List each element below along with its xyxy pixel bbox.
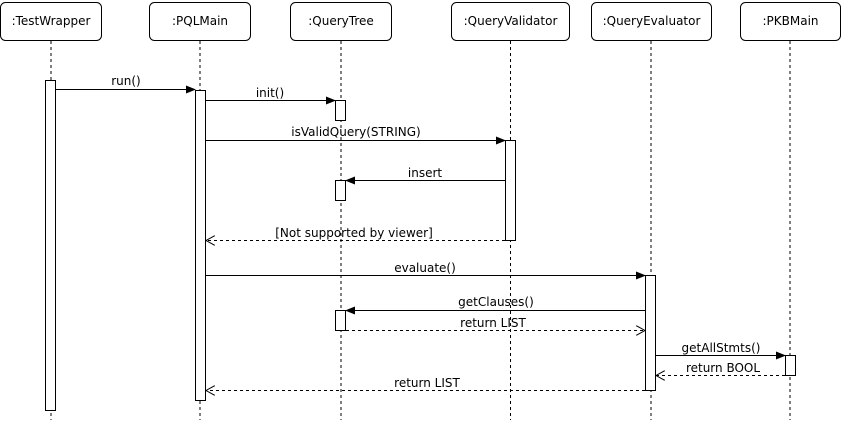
message-label: getClauses() [458,295,534,309]
message-label: [Not supported by viewer] [275,226,433,240]
message-insert: insert [345,166,505,185]
message-label: init() [256,86,284,100]
activation-querytree-init [335,100,346,121]
participant-pkbmain: :PKBMain [740,2,841,41]
participant-label: :PKBMain [762,14,818,28]
message-label: insert [408,166,443,180]
message-label: return LIST [394,376,460,390]
participant-label: :QueryValidator [464,14,558,28]
participant-label: :TestWrapper [12,14,91,28]
message-return-list-evaluator: return LIST [206,376,645,391]
message-label: return BOOL [686,361,760,375]
activation-pqlmain [195,90,206,401]
message-return-list-querytree: return LIST [346,316,645,331]
message-getallstmts: getAllStmts() [656,341,786,360]
participant-querytree: :QueryTree [290,2,392,41]
message-label: return LIST [460,316,526,330]
participant-label: :QueryEvaluator [603,14,701,28]
message-init: init() [206,86,336,105]
participant-pqlmain: :PQLMain [149,2,251,41]
message-label: run() [111,74,141,88]
activation-querytree-getclauses [335,310,346,331]
message-not-supported-return: [Not supported by viewer] [206,226,505,241]
activation-querytree-insert [335,180,346,201]
participant-label: :QueryTree [308,14,374,28]
message-label: getAllStmts() [682,341,761,355]
message-label: evaluate() [394,261,456,275]
participant-label: :PQLMain [172,14,228,28]
message-evaluate: evaluate() [206,261,646,280]
message-isvalidquery: isValidQuery(STRING) [206,125,506,145]
participant-testwrapper: :TestWrapper [0,2,102,41]
message-getclauses: getClauses() [345,295,645,315]
message-run: run() [56,74,196,94]
participant-queryevaluator: :QueryEvaluator [591,2,712,41]
activation-queryvalidator [505,140,516,241]
message-label: isValidQuery(STRING) [291,125,420,139]
participant-queryvalidator: :QueryValidator [451,2,570,41]
activation-testwrapper [45,80,56,411]
message-return-bool: return BOOL [656,361,785,376]
activation-queryevaluator [645,275,656,391]
activation-pkbmain [785,355,796,376]
